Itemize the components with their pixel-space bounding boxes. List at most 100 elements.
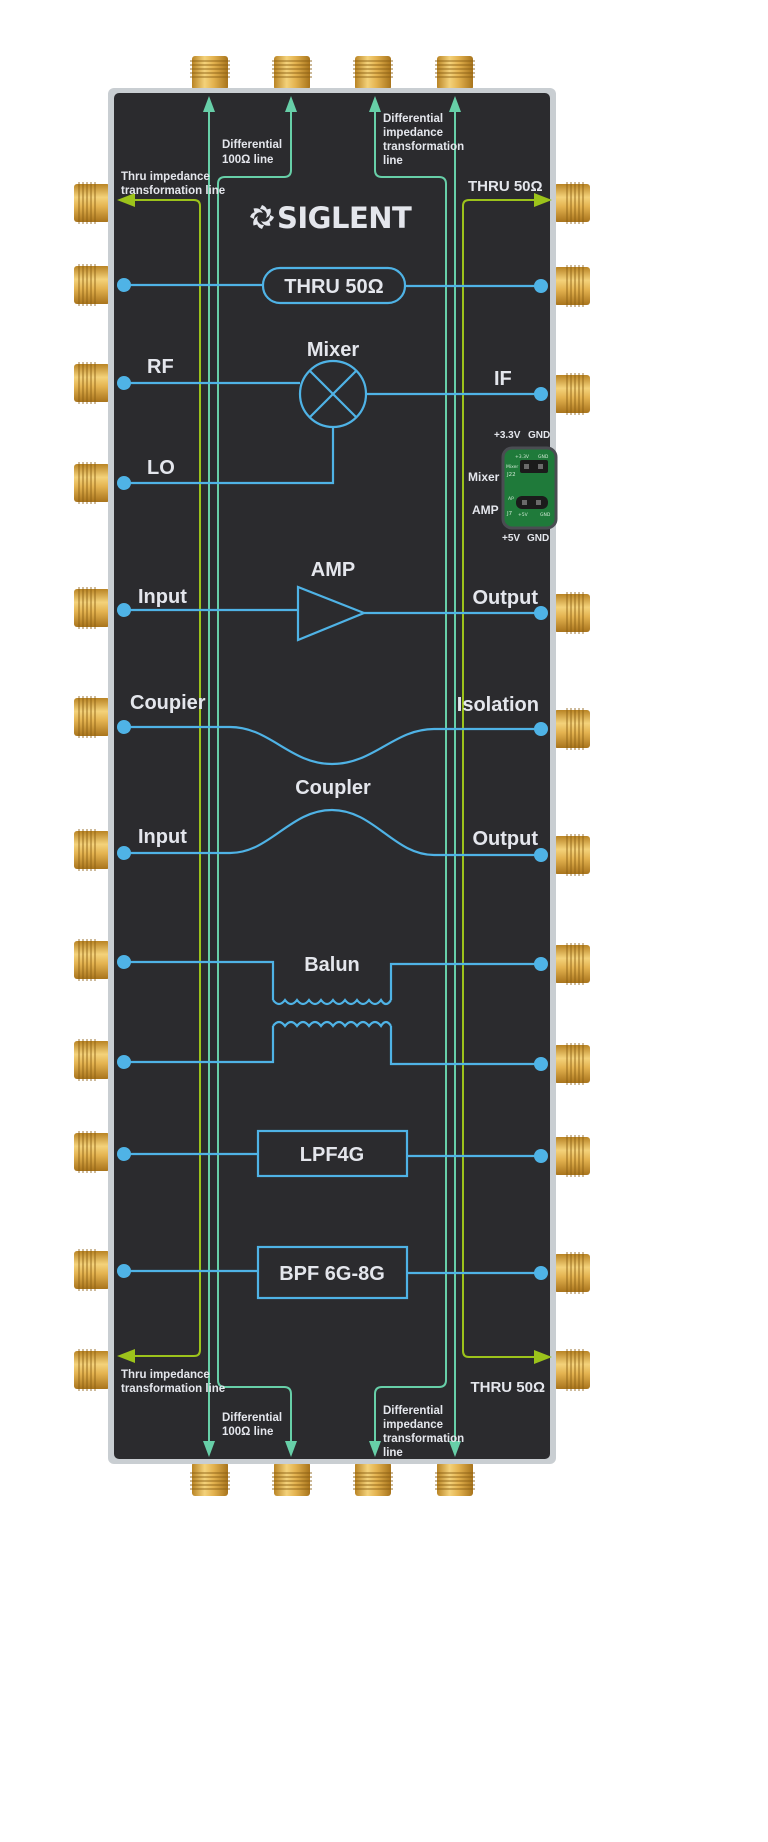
jumper-pin bbox=[522, 500, 527, 505]
port-dot-left bbox=[117, 955, 131, 969]
sma-connector-right[interactable] bbox=[554, 1349, 590, 1391]
bottom-labels: Thru impedance transformation line THRU … bbox=[121, 1369, 545, 1459]
arrow-up-icon bbox=[285, 96, 297, 112]
sma-connector-left[interactable] bbox=[74, 264, 110, 306]
port-dot-right bbox=[534, 1057, 548, 1071]
port-dot-right bbox=[534, 387, 548, 401]
port-dot-left bbox=[117, 376, 131, 390]
header-bottom-v-label: +5V bbox=[502, 533, 520, 544]
block-labels: THRU 50Ω Mixer RF LO IF AMP Input Output… bbox=[130, 276, 539, 1285]
sma-connector-top[interactable] bbox=[353, 56, 393, 90]
arrow-up-icon bbox=[449, 96, 461, 112]
amp-input-label: Input bbox=[138, 586, 187, 608]
difftransform-label-bottom-line2: impedance bbox=[383, 1419, 443, 1431]
mixer-lo-label: LO bbox=[147, 457, 175, 479]
arrow-down-icon bbox=[369, 1441, 381, 1457]
balun-secondary-coil bbox=[272, 1020, 392, 1028]
sma-connector-right[interactable] bbox=[554, 1252, 590, 1294]
amp-title: AMP bbox=[311, 559, 355, 581]
sma-connector-left[interactable] bbox=[74, 362, 110, 404]
sma-connector-bottom[interactable] bbox=[353, 1462, 393, 1496]
arrow-down-icon bbox=[203, 1441, 215, 1457]
port-dot-left bbox=[117, 1264, 131, 1278]
sma-connector-top[interactable] bbox=[272, 56, 312, 90]
port-dot-right bbox=[534, 1266, 548, 1280]
jumper-j22[interactable] bbox=[520, 460, 548, 473]
siglent-logo: SIGLENT bbox=[250, 201, 413, 235]
sma-connector-left[interactable] bbox=[74, 696, 110, 738]
sma-connector-right[interactable] bbox=[554, 592, 590, 634]
pcb-silk-amp-v: +5V bbox=[518, 512, 529, 518]
sma-connector-right[interactable] bbox=[554, 834, 590, 876]
coupler-title: Coupler bbox=[295, 777, 371, 799]
header-top-v-label: +3.3V bbox=[494, 430, 521, 441]
port-dot-left bbox=[117, 278, 131, 292]
sma-connector-left[interactable] bbox=[74, 1039, 110, 1081]
sma-connector-right[interactable] bbox=[554, 265, 590, 307]
sma-connector-right[interactable] bbox=[554, 1043, 590, 1085]
thru50-line-bottom bbox=[462, 1340, 540, 1358]
arrow-left-icon bbox=[117, 193, 135, 207]
diff100-label-bottom-line2: 100Ω line bbox=[222, 1426, 273, 1438]
pcb-silk-mixer-tag: Mixer bbox=[506, 464, 518, 470]
sma-connector-left[interactable] bbox=[74, 1131, 110, 1173]
sma-connector-left[interactable] bbox=[74, 939, 110, 981]
coupler-coupled-label: Coupier bbox=[130, 692, 206, 714]
mixer-title: Mixer bbox=[307, 339, 359, 361]
port-dot-left bbox=[117, 720, 131, 734]
sma-connector-bottom[interactable] bbox=[190, 1462, 230, 1496]
balun-bottom-left-trace bbox=[122, 1026, 275, 1064]
jumper-j7[interactable] bbox=[516, 496, 548, 509]
sma-connector-top[interactable] bbox=[190, 56, 230, 90]
sma-connector-left[interactable] bbox=[74, 462, 110, 504]
amp-triangle-icon bbox=[296, 585, 367, 642]
diff-100-line-top bbox=[217, 105, 292, 1380]
sma-connector-left[interactable] bbox=[74, 587, 110, 629]
thru-transform-label-bottom-line2: transformation line bbox=[121, 1383, 225, 1395]
port-dot-left bbox=[117, 476, 131, 490]
port-dot-right bbox=[534, 279, 548, 293]
thru50-line-top bbox=[462, 199, 540, 228]
header-top-gnd-label: GND bbox=[528, 430, 550, 441]
sma-connector-left[interactable] bbox=[74, 182, 110, 224]
lo-trace bbox=[122, 427, 335, 485]
difftransform-label-top-line2: impedance bbox=[383, 127, 443, 139]
sma-connector-right[interactable] bbox=[554, 373, 590, 415]
lpf-label: LPF4G bbox=[300, 1144, 364, 1166]
sma-connector-right[interactable] bbox=[554, 708, 590, 750]
pcb-silk-mixer-v: +3.3V bbox=[515, 454, 530, 460]
sma-connector-right[interactable] bbox=[554, 1135, 590, 1177]
balun-bottom-right-trace bbox=[389, 1026, 541, 1066]
sma-connector-top[interactable] bbox=[435, 56, 475, 90]
coupler-input-label: Input bbox=[138, 826, 187, 848]
thru-transform-label-top-line1: Thru impedance bbox=[121, 171, 210, 183]
port-dot-right bbox=[534, 848, 548, 862]
sma-connector-bottom[interactable] bbox=[435, 1462, 475, 1496]
top-labels: Differential 100Ω line Differential impe… bbox=[121, 113, 543, 197]
diff-transform-line-bottom bbox=[374, 1379, 447, 1448]
pcb-silk-amp-tag: AP bbox=[508, 496, 514, 502]
balun-title: Balun bbox=[304, 954, 360, 976]
sma-connector-left[interactable] bbox=[74, 829, 110, 871]
diff100-label-bottom-line1: Differential bbox=[222, 1412, 282, 1424]
port-dot-left bbox=[117, 846, 131, 860]
arrow-right-icon bbox=[534, 1350, 552, 1364]
port-dot-left bbox=[117, 1147, 131, 1161]
amp-output-label: Output bbox=[472, 587, 538, 609]
difftransform-label-bottom-line4: line bbox=[383, 1447, 403, 1459]
sma-connector-bottom[interactable] bbox=[272, 1462, 312, 1496]
thru-transform-line-bottom bbox=[130, 1340, 201, 1357]
arrow-down-icon bbox=[285, 1441, 297, 1457]
sma-connector-right[interactable] bbox=[554, 182, 590, 224]
sma-connector-left[interactable] bbox=[74, 1249, 110, 1291]
difftransform-label-bottom-line1: Differential bbox=[383, 1405, 443, 1417]
thru-transform-label-bottom-line1: Thru impedance bbox=[121, 1369, 210, 1381]
mixer-cross bbox=[309, 370, 357, 418]
thru50-block bbox=[261, 266, 407, 305]
sma-connector-right[interactable] bbox=[554, 943, 590, 985]
balun-top-right-trace bbox=[389, 962, 541, 1000]
mixer-if-label: IF bbox=[494, 368, 512, 390]
thru50-block-label: THRU 50Ω bbox=[284, 276, 383, 298]
arrow-right-icon bbox=[534, 193, 552, 207]
sma-connector-left[interactable] bbox=[74, 1349, 110, 1391]
